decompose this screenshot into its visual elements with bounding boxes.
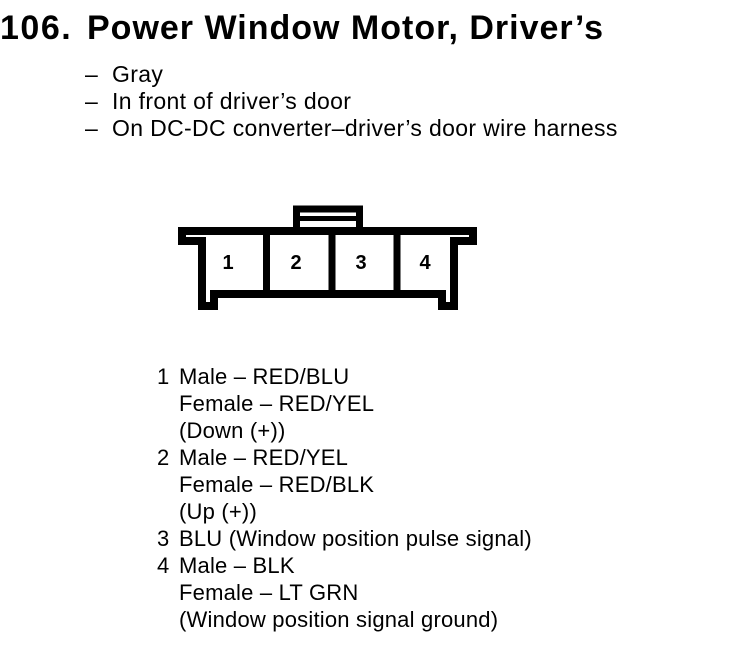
pin-list: 1 Male – RED/BLU Female – RED/YEL (Down … bbox=[157, 363, 532, 633]
note-item: – On DC-DC converter–driver’s door wire … bbox=[85, 115, 618, 142]
connector-diagram: 1 2 3 4 bbox=[178, 205, 477, 310]
item-number: 106. bbox=[0, 9, 73, 47]
pin-item: 1 Male – RED/BLU Female – RED/YEL (Down … bbox=[157, 363, 532, 444]
bullet-dash: – bbox=[85, 115, 99, 141]
note-item: – In front of driver’s door bbox=[85, 88, 618, 115]
pin-description: Male – RED/BLU Female – RED/YEL (Down (+… bbox=[179, 363, 532, 444]
pin-number: 2 bbox=[157, 445, 170, 470]
pin-number: 4 bbox=[157, 553, 170, 578]
page-title: Power Window Motor, Driver’s bbox=[87, 9, 604, 47]
pin-item: 2 Male – RED/YEL Female – RED/BLK (Up (+… bbox=[157, 444, 532, 525]
note-item: – Gray bbox=[85, 61, 618, 88]
pin-item: 4 Male – BLK Female – LT GRN (Window pos… bbox=[157, 552, 532, 633]
connector-notes: – Gray – In front of driver’s door – On … bbox=[85, 61, 618, 142]
cavity-number: 1 bbox=[222, 252, 233, 274]
bullet-dash: – bbox=[85, 61, 99, 87]
note-text: On DC-DC converter–driver’s door wire ha… bbox=[112, 115, 618, 141]
pin-line: (Down (+)) bbox=[179, 418, 286, 443]
pin-line: (Window position signal ground) bbox=[179, 607, 499, 632]
pin-description: Male – RED/YEL Female – RED/BLK (Up (+)) bbox=[179, 444, 532, 525]
pin-description: BLU (Window position pulse signal) bbox=[179, 525, 532, 552]
bullet-dash: – bbox=[85, 88, 99, 114]
pin-line: Male – BLK bbox=[179, 553, 295, 578]
cavity-number: 4 bbox=[419, 252, 431, 274]
note-text: Gray bbox=[112, 61, 164, 87]
note-text: In front of driver’s door bbox=[112, 88, 352, 114]
pin-number: 1 bbox=[157, 364, 170, 389]
cavity-number: 3 bbox=[355, 252, 366, 274]
pin-item: 3 BLU (Window position pulse signal) bbox=[157, 525, 532, 552]
pin-line: Male – RED/YEL bbox=[179, 445, 349, 470]
cavity-number: 2 bbox=[290, 252, 301, 274]
pin-line: Female – RED/BLK bbox=[179, 472, 375, 497]
pin-description: Male – BLK Female – LT GRN (Window posit… bbox=[179, 552, 532, 633]
pin-line: Female – LT GRN bbox=[179, 580, 359, 605]
pin-line: BLU (Window position pulse signal) bbox=[179, 526, 532, 551]
pin-line: Male – RED/BLU bbox=[179, 364, 350, 389]
pin-number: 3 bbox=[157, 526, 170, 551]
pin-line: (Up (+)) bbox=[179, 499, 257, 524]
pin-line: Female – RED/YEL bbox=[179, 391, 375, 416]
